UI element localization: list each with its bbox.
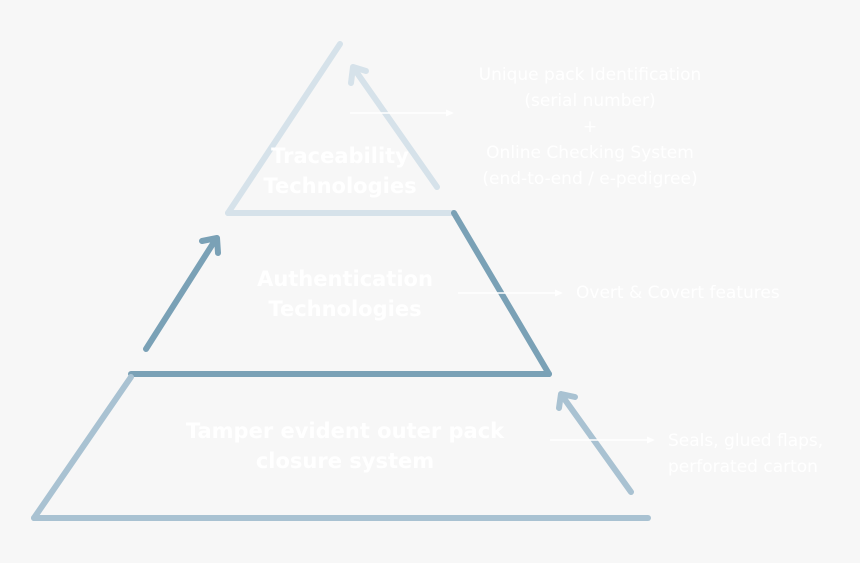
tamper-tier-shape <box>31 374 651 521</box>
traceability-note: Unique pack Identification (serial numbe… <box>479 62 702 192</box>
traceability-note-line-1: Unique pack Identification <box>478 65 702 85</box>
tamper-label: Tamper evident outer pack closure system <box>186 416 504 476</box>
authentication-label: Authentication Technologies <box>257 264 433 324</box>
traceability-arrow-head <box>348 64 369 86</box>
traceability-connector-arrowhead <box>446 109 454 117</box>
authentication-note: Overt & Covert features <box>576 281 780 306</box>
traceability-note-line-4: Online Checking System <box>486 143 694 163</box>
authentication-arrow-shaft <box>143 239 217 352</box>
traceability-label-line-1: Traceability <box>271 144 409 168</box>
tamper-note-line-2: perforated carton <box>668 457 818 477</box>
tamper-label-line-2: closure system <box>255 449 435 473</box>
traceability-label: Traceability Technologies <box>263 141 416 201</box>
traceability-label-line-2: Technologies <box>263 174 417 198</box>
traceability-note-line-3: + <box>582 117 598 137</box>
tamper-note-line-1: Seals, glued flaps, <box>668 431 824 451</box>
tamper-connector-arrowhead <box>647 436 655 444</box>
authentication-note-line-1: Overt & Covert features <box>576 283 780 303</box>
authentication-label-line-1: Authentication <box>257 267 433 291</box>
traceability-note-line-5: (end-to-end / e-pedigree) <box>482 169 698 189</box>
authentication-arrow-head <box>199 235 221 256</box>
tamper-arrow-head <box>556 391 578 411</box>
tamper-note: Seals, glued flaps, perforated carton <box>668 428 823 480</box>
authentication-connector-arrowhead <box>555 289 563 297</box>
traceability-tier-shape <box>225 41 457 216</box>
traceability-note-line-2: (serial number) <box>524 91 656 111</box>
connectors <box>350 109 655 444</box>
tamper-arrow-shaft <box>560 394 634 495</box>
traceability-arrow-shaft <box>352 67 440 190</box>
tamper-label-line-1: Tamper evident outer pack <box>185 419 505 443</box>
traceability-left-edge <box>225 41 343 216</box>
tamper-left-edge <box>31 374 134 521</box>
authentication-label-line-2: Technologies <box>268 297 422 321</box>
